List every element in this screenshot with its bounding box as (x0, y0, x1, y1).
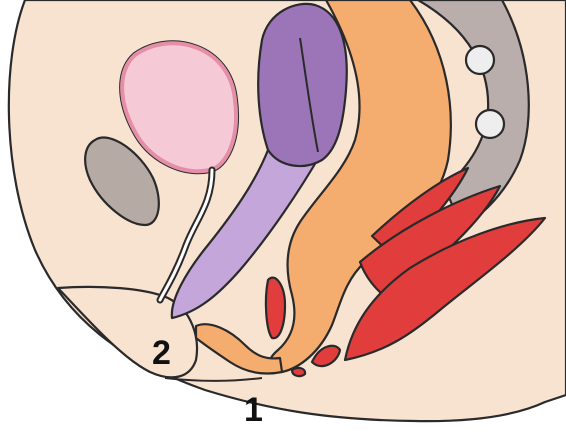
external-sphincter-back (292, 368, 305, 376)
vertebra-hole-lower (476, 110, 504, 138)
label-2: 2 (152, 336, 171, 370)
puborectalis (266, 278, 285, 339)
vertebra-hole-upper (466, 46, 494, 74)
uterus (258, 4, 347, 166)
label-1: 1 (244, 393, 263, 427)
